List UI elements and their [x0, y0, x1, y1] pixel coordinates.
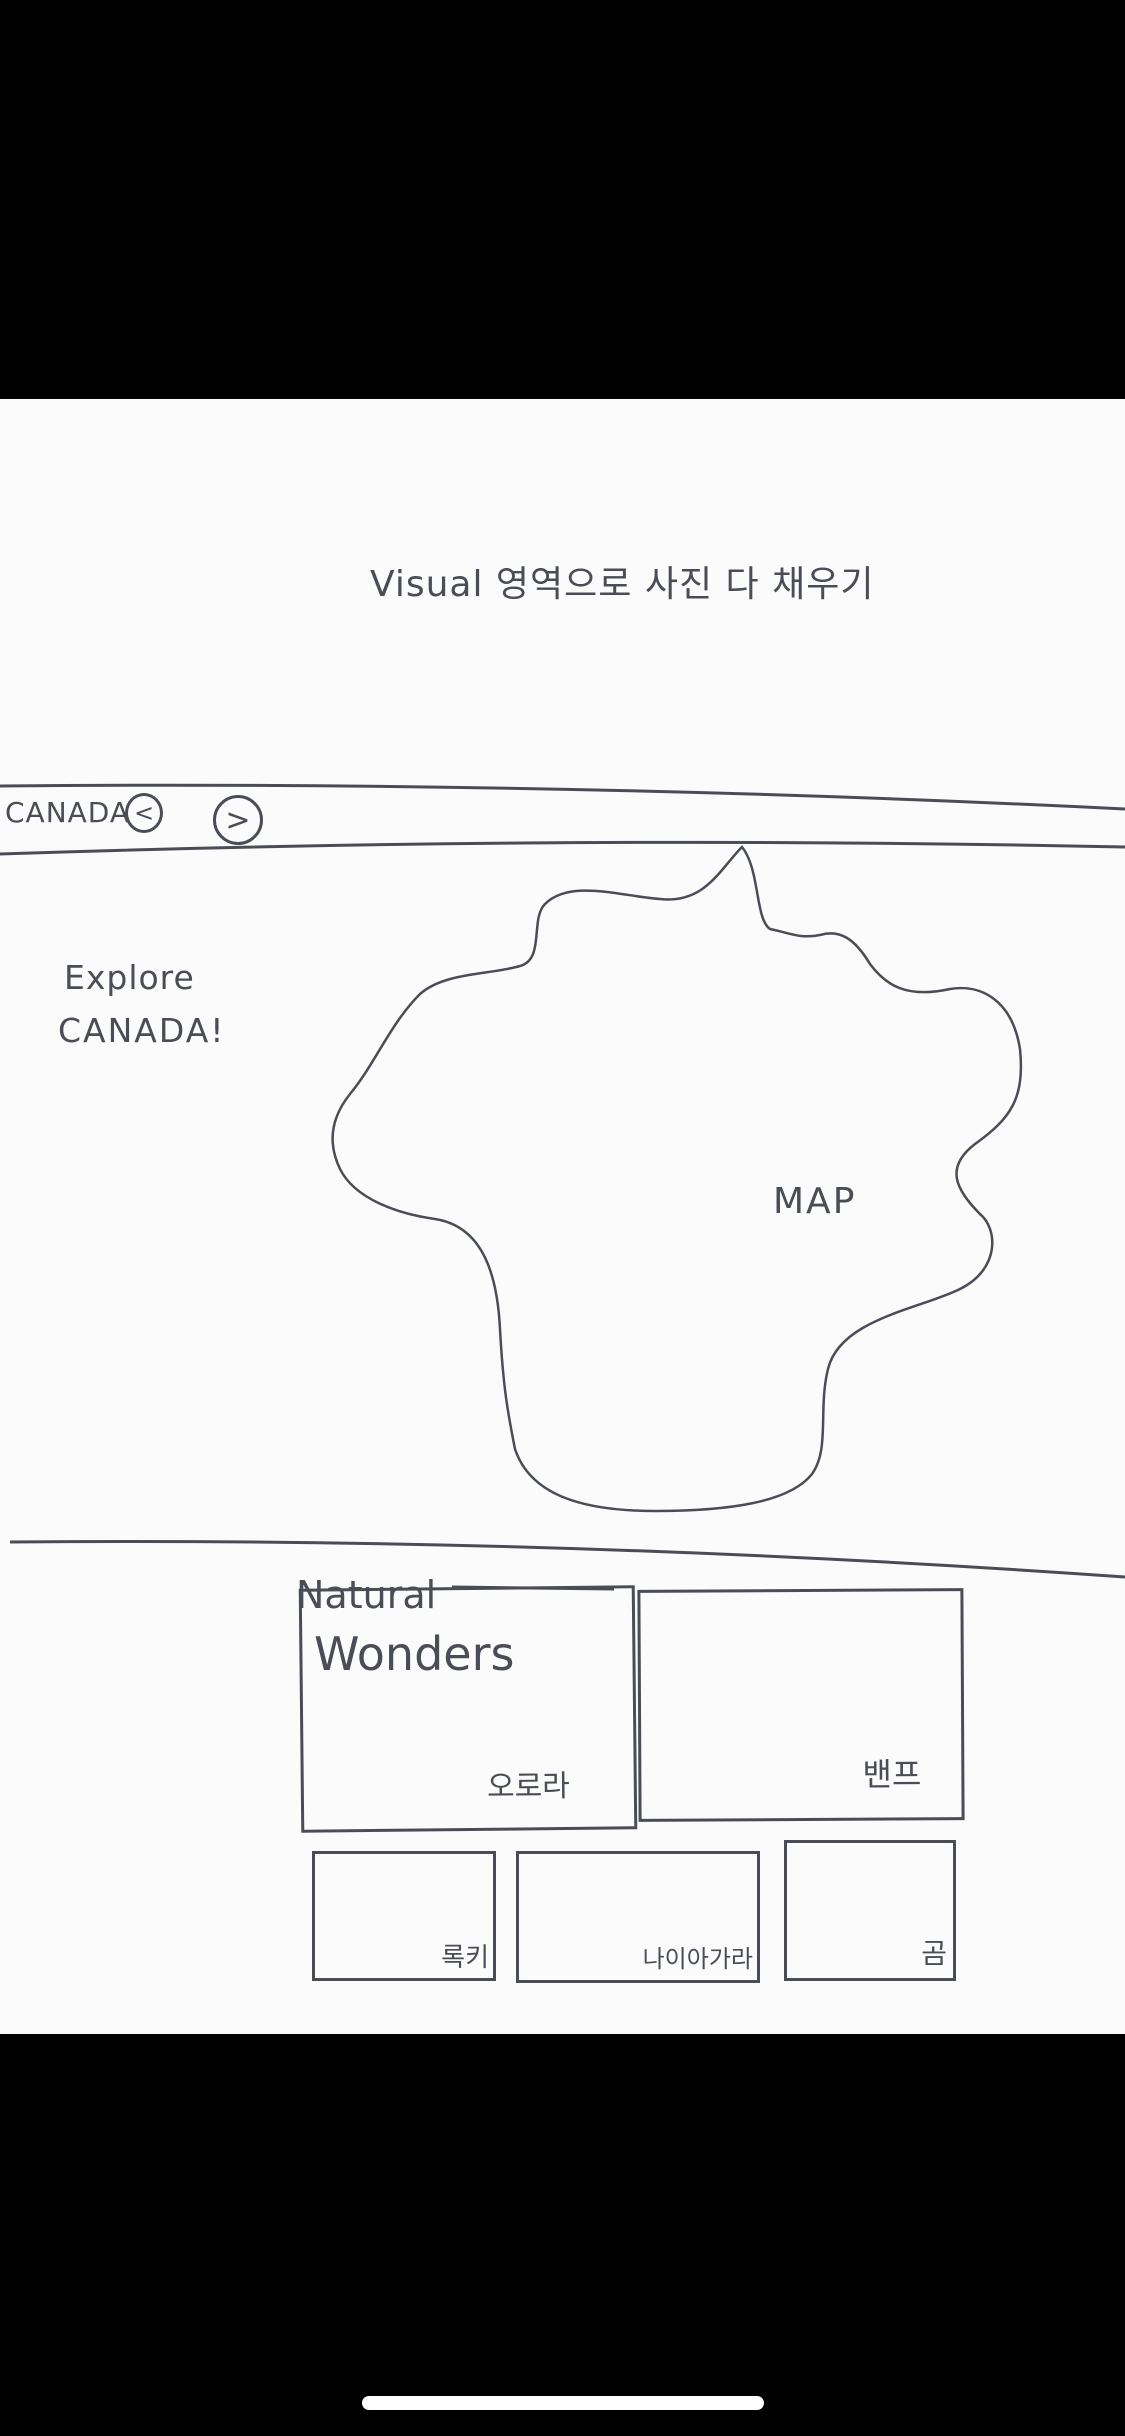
map-shape	[331, 845, 1023, 1513]
card-label: 밴프	[862, 1755, 922, 1794]
hero-bottom-line	[9, 1539, 1125, 1579]
card-aurora[interactable]: 오로라	[298, 1585, 638, 1833]
nav-title: CANADA	[5, 796, 131, 829]
card-label: 나이아가라	[642, 1945, 753, 1973]
hero-headline-line1: Explore	[64, 958, 195, 997]
card-bear[interactable]: 곰	[784, 1840, 956, 1981]
map-label: MAP	[773, 1181, 857, 1222]
card-niagara[interactable]: 나이아가라	[516, 1851, 760, 1983]
next-arrow-glyph: >	[225, 802, 251, 838]
card-label: 오로라	[486, 1768, 570, 1805]
sketch-lines	[0, 783, 1125, 1591]
section-title-rule	[451, 1585, 615, 1591]
card-banff[interactable]: 밴프	[637, 1588, 965, 1822]
card-label: 록키	[441, 1943, 489, 1973]
visual-area-note: Visual 영역으로 사진 다 채우기	[370, 564, 875, 605]
card-rocky[interactable]: 록키	[312, 1851, 496, 1981]
chevron-left-icon[interactable]: <	[125, 793, 163, 833]
nav-bar-bottom-line	[0, 840, 1125, 856]
card-label: 곰	[921, 1937, 947, 1970]
chevron-right-icon[interactable]: >	[213, 795, 263, 845]
hero-headline-line2: CANADA!	[58, 1011, 226, 1050]
section-title-line2: Wonders	[314, 1627, 515, 1681]
section-title-line1: Natural	[296, 1573, 437, 1617]
home-indicator[interactable]	[362, 2396, 764, 2410]
sketch-paper: Visual 영역으로 사진 다 채우기 CANADA < > Explore …	[0, 399, 1125, 2034]
nav-bar-top-line	[0, 783, 1125, 811]
prev-arrow-glyph: <	[133, 799, 155, 827]
